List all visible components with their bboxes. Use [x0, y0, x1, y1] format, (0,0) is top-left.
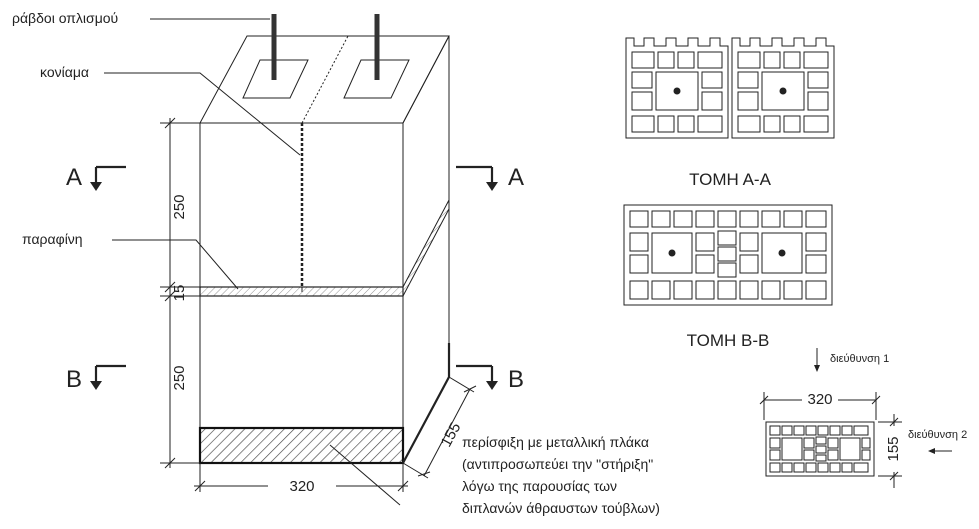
section-a-left-mark: [90, 165, 126, 191]
rebar-hole-right: [343, 59, 410, 99]
plan-width: 320: [807, 391, 832, 408]
plan-depth: 155: [885, 436, 902, 461]
plan-brick: [765, 421, 875, 477]
section-a-right: A: [508, 164, 524, 191]
plate-note-line-2: (αντιπροσωπεύει την "στήριξη": [462, 456, 653, 472]
section-b-left-mark: [90, 364, 126, 390]
plan-width-dim: [759, 392, 881, 420]
plan-depth-dim: [878, 414, 902, 488]
section-aa-title: ΤΟΜΗ Α-Α: [689, 170, 772, 189]
direction-1-arrow: [814, 348, 820, 372]
brick-aa-right: [731, 37, 835, 139]
paraffin-joint: [199, 286, 404, 297]
paraffin-joint-side: [402, 199, 450, 297]
dimension-width: [194, 463, 409, 492]
section-aa-drawing: [625, 37, 835, 139]
direction-2-label: διεύθυνση 2: [908, 429, 967, 441]
label-mortar: κονίαμα: [40, 64, 89, 80]
leader-paraffin: [112, 239, 239, 290]
dimension-lines-vertical: [160, 117, 200, 469]
steel-plate-front: [198, 426, 405, 465]
section-b-right-mark: [456, 364, 498, 390]
dim-joint: 15: [171, 285, 188, 302]
section-a-right-mark: [456, 165, 498, 191]
dim-lower-height: 250: [171, 365, 188, 390]
plate-note: περίσφιξη με μεταλλική πλάκα (αντιπροσωπ…: [462, 434, 660, 516]
leader-plate: [329, 444, 401, 506]
section-bb-drawing: [623, 204, 833, 306]
dim-upper-height: 250: [171, 194, 188, 219]
plate-note-line-4: διπλανών άθραυστων τούβλων): [462, 500, 660, 516]
section-a-left: A: [66, 164, 82, 191]
label-paraffin: παραφίνη: [22, 231, 83, 247]
dimension-depth: [402, 376, 477, 479]
dim-depth: 155: [438, 420, 465, 450]
plate-note-line-3: λόγω της παρουσίας των: [462, 478, 617, 494]
dim-width: 320: [289, 478, 314, 495]
direction-1-label: διεύθυνση 1: [830, 353, 889, 365]
label-rebars: ράβδοι οπλισμού: [12, 10, 118, 26]
leader-mortar: [104, 72, 301, 156]
direction-2-arrow: [928, 448, 952, 454]
section-b-right: B: [508, 366, 524, 393]
rebar-hole-left: [242, 59, 309, 99]
specimen-drawing: [198, 14, 451, 465]
plate-note-line-1: περίσφιξη με μεταλλική πλάκα: [462, 434, 649, 450]
section-b-left: B: [66, 366, 82, 393]
section-bb-title: ΤΟΜΗ Β-Β: [687, 331, 770, 350]
top-mortar-line: [301, 35, 349, 124]
brick-aa-left: [625, 37, 729, 139]
